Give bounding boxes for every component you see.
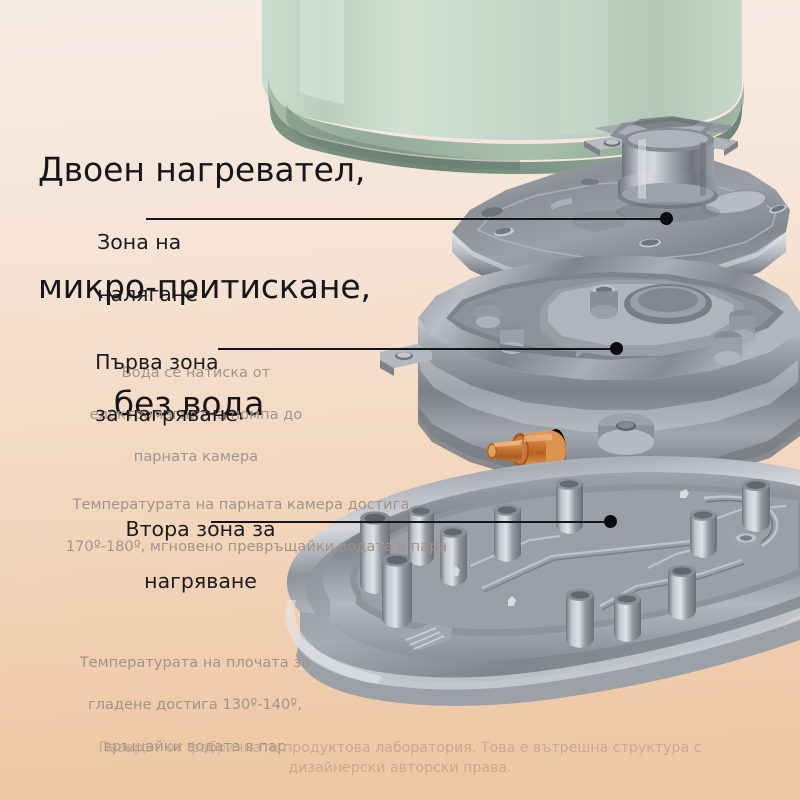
callout-first-heating-zone: Първа зона за нагряване Температурата на… xyxy=(48,323,448,578)
callout-3-heading-line-1: Втора зона за xyxy=(125,517,276,541)
leader-line-pressure-zone xyxy=(146,218,663,220)
callout-second-heating-zone-heading: Втора зона за нагряване xyxy=(46,490,316,620)
callout-2-heading-line-1: Първа зона xyxy=(95,350,219,374)
leader-dot-second-heating-zone xyxy=(604,515,617,528)
page-title: Двоен нагревател, микро-притискане, без … xyxy=(38,72,458,501)
pressure-valve-cylinder xyxy=(584,116,738,222)
callout-first-heating-zone-heading: Първа зона за нагряване xyxy=(48,323,378,453)
leader-dot-first-heating-zone xyxy=(610,342,623,355)
footer-line-2: дизайнерски авторски права. xyxy=(288,760,512,776)
callout-1-body-line-3: парната камера xyxy=(133,448,259,465)
callout-first-heating-zone-body: Температурата на парната камера достига … xyxy=(38,473,448,578)
leader-dot-pressure-zone xyxy=(660,212,673,225)
footer-disclaimer: Пазарът от фабричната продуктова лаборат… xyxy=(0,738,800,778)
soleplate xyxy=(285,456,800,706)
callout-1-body-line-1: Вода се натиска от xyxy=(121,364,271,381)
callout-1-body-line-2: електромагнитна помпа до xyxy=(89,406,303,423)
callout-3-body-line-2: гладене достига 130º-140º, xyxy=(88,696,302,713)
callout-pressure-zone-heading: Зона на налягане xyxy=(54,203,304,333)
callout-3-heading-line-2: нагряване xyxy=(144,569,257,593)
title-line-1: Двоен нагревател, xyxy=(38,150,366,189)
callout-pressure-zone-body: Вода се натиска от електромагнитна помпа… xyxy=(54,341,304,488)
steam-chamber-core xyxy=(540,280,755,365)
title-line-3: без вода xyxy=(113,384,265,423)
callout-2-body-line-2: 170º-180º, мгновено превръщайки водата в… xyxy=(65,538,448,555)
callout-pressure-zone: Зона на налягане Вода се натиска от елек… xyxy=(54,203,304,488)
callout-second-heating-zone-body: Температурата на плочата за гладене дост… xyxy=(46,631,316,778)
title-line-2: микро-притискане, xyxy=(38,267,371,306)
leader-line-second-heating-zone xyxy=(211,521,609,523)
callout-2-heading-line-2: за нагряване xyxy=(95,402,238,426)
steam-chamber-housing xyxy=(380,256,800,486)
leader-line-first-heating-zone xyxy=(218,348,615,350)
soleplate-rib-detail xyxy=(398,624,452,650)
callout-2-body-line-1: Температурата на парната камера достига xyxy=(72,496,410,513)
green-housing-shell xyxy=(262,0,744,174)
footer-line-1: Пазарът от фабричната продуктова лаборат… xyxy=(98,740,702,756)
callout-1-heading-line-2: налягане xyxy=(97,282,198,306)
callout-3-body-line-1: Температурата на плочата за xyxy=(79,654,311,671)
callout-3-body-line-3: връщайки водата в пар xyxy=(103,738,287,755)
callout-1-heading-line-1: Зона на xyxy=(97,230,182,254)
callout-second-heating-zone: Втора зона за нагряване Температурата на… xyxy=(46,490,316,778)
